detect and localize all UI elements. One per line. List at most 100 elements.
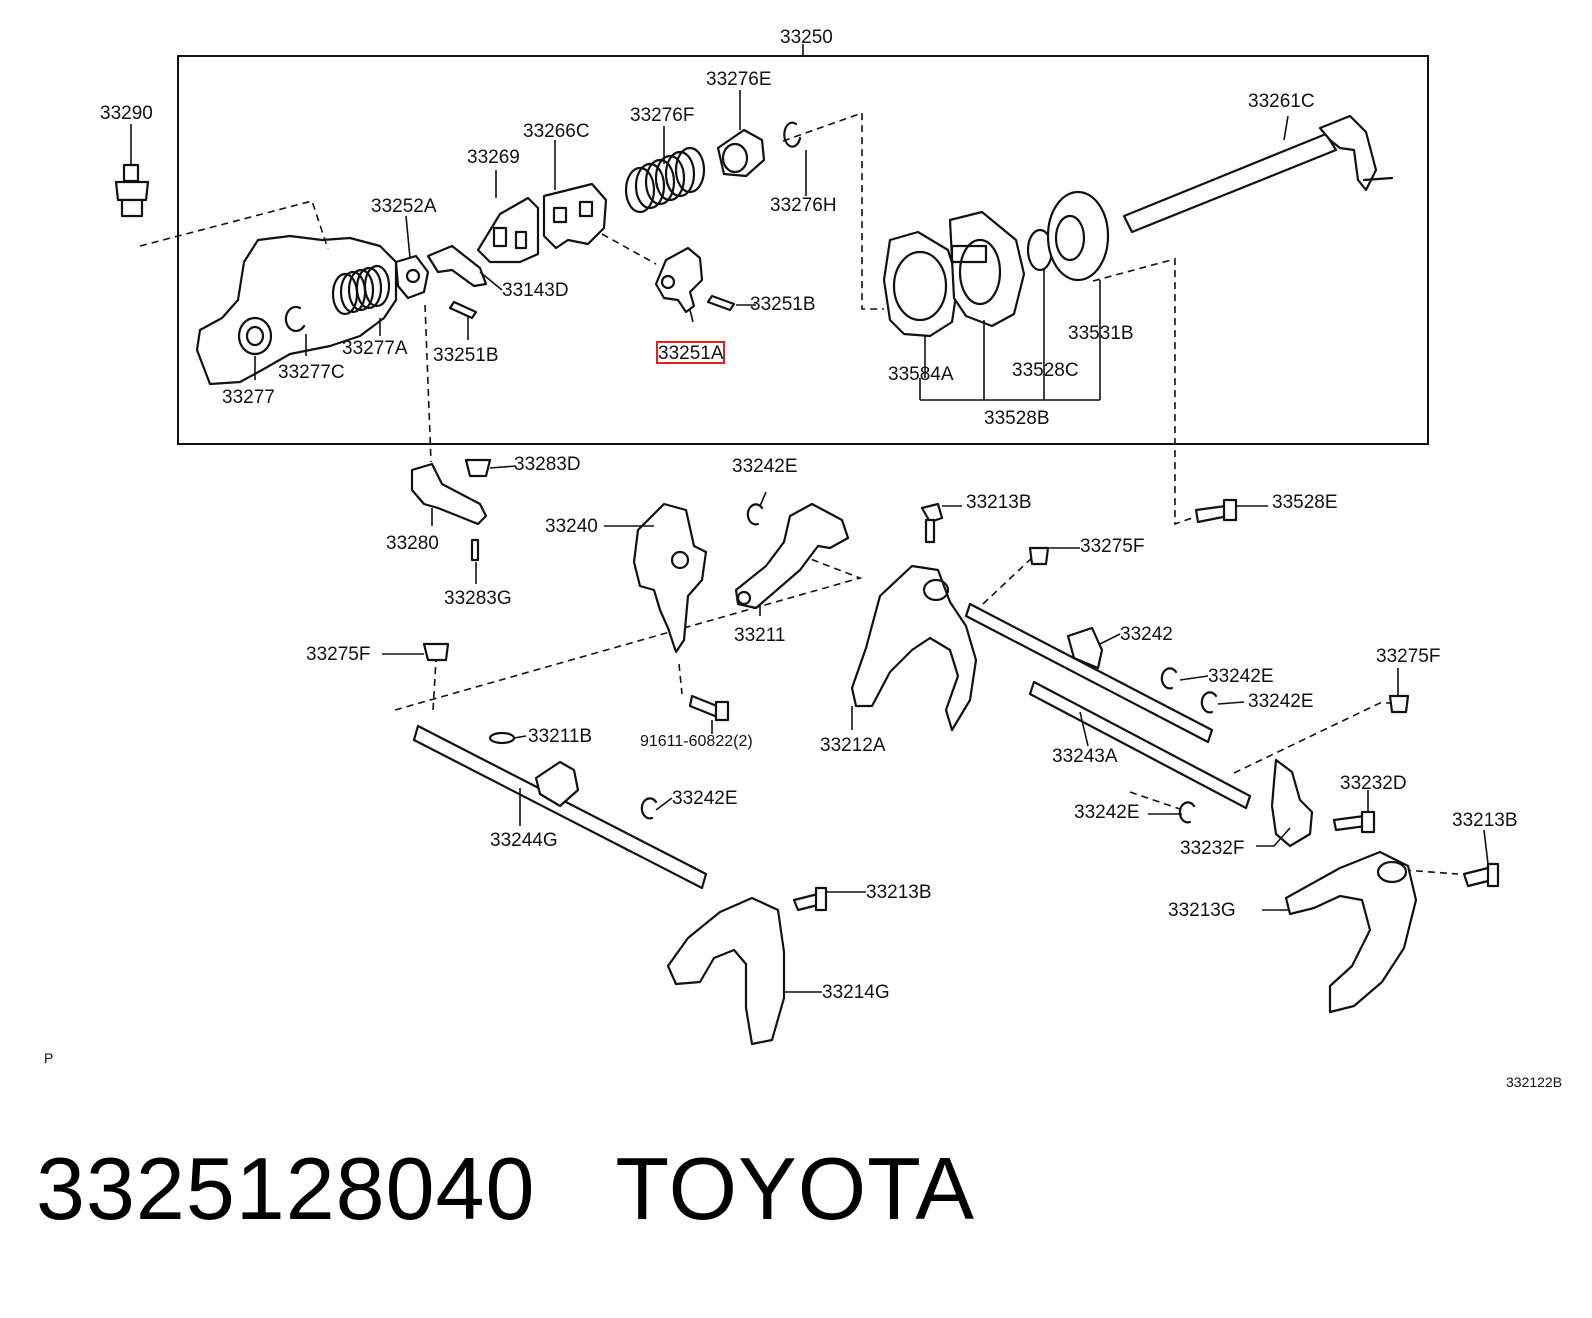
part-33261C-shaft[interactable]	[1122, 114, 1394, 234]
part-33244G-rod[interactable]	[412, 724, 708, 890]
part-33242E-clip-r2[interactable]	[1200, 691, 1218, 714]
label-33232F: 33232F	[1180, 838, 1244, 859]
label-33213B-top: 33213B	[966, 492, 1032, 513]
label-33244G: 33244G	[490, 830, 558, 851]
label-33251A[interactable]: 33251A	[658, 343, 724, 364]
footer-caption: 3325128040 TOYOTA	[36, 1138, 975, 1240]
label-33242E-r1: 33242E	[1208, 666, 1274, 687]
label-91611: 91611-60822(2)	[640, 733, 753, 750]
footer-brand: TOYOTA	[615, 1139, 976, 1238]
label-33276H: 33276H	[770, 195, 837, 216]
part-33283D-plug[interactable]	[464, 458, 492, 478]
label-33261C: 33261C	[1248, 91, 1315, 112]
label-33212A: 33212A	[820, 735, 886, 756]
leader-lines	[130, 90, 1489, 993]
label-33242E-low: 33242E	[672, 788, 738, 809]
part-33528-retainer[interactable]	[948, 210, 1026, 328]
label-33251B-left: 33251B	[433, 345, 499, 366]
part-33240-lever[interactable]	[632, 502, 708, 654]
part-33283G-pin[interactable]	[470, 538, 480, 562]
part-33275F-plug-left[interactable]	[422, 642, 450, 662]
part-33251B-pin-right[interactable]	[706, 294, 736, 312]
label-33143D: 33143D	[502, 280, 569, 301]
part-33531B-seal[interactable]	[1046, 190, 1110, 282]
label-33531B: 33531B	[1068, 323, 1134, 344]
part-91611-bolt[interactable]	[688, 694, 730, 722]
part-33276E-bushing[interactable]	[716, 128, 766, 178]
label-33243A: 33243A	[1052, 746, 1118, 767]
label-33213G: 33213G	[1168, 900, 1236, 921]
part-33242E-clip-top[interactable]	[746, 503, 764, 526]
part-33213G-fork[interactable]	[1284, 850, 1418, 1014]
part-33584A-cover[interactable]	[882, 230, 960, 338]
part-33280-cylinder[interactable]	[410, 462, 488, 526]
label-33276F: 33276F	[630, 105, 694, 126]
label-33275F-far: 33275F	[1376, 646, 1440, 667]
label-33277C: 33277C	[278, 362, 345, 383]
part-33251A-lever[interactable]	[654, 246, 704, 314]
label-33276E: 33276E	[706, 69, 772, 90]
part-33213B-bolt-top[interactable]	[920, 502, 944, 544]
label-33240: 33240	[545, 516, 598, 537]
part-33243A-rod[interactable]	[1028, 680, 1252, 810]
dashed-guides	[139, 111, 1459, 875]
label-33277A: 33277A	[342, 338, 408, 359]
part-33212A-fork[interactable]	[850, 564, 978, 732]
part-33242E-clip-r1[interactable]	[1160, 667, 1178, 690]
label-33214G: 33214G	[822, 982, 890, 1003]
label-33528B: 33528B	[984, 408, 1050, 429]
part-33242-shift-rod[interactable]	[964, 602, 1214, 744]
part-33290-sensor[interactable]	[114, 163, 150, 218]
label-33242: 33242	[1120, 624, 1173, 645]
label-33275F-right: 33275F	[1080, 536, 1144, 557]
part-33211-shift-head[interactable]	[734, 502, 850, 610]
part-33275F-plug-right[interactable]	[1028, 546, 1050, 566]
label-33283D: 33283D	[514, 454, 581, 475]
label-33242E-r2: 33242E	[1248, 691, 1314, 712]
label-33211: 33211	[734, 625, 785, 646]
part-33276H-clip[interactable]	[783, 121, 802, 148]
part-33232F-lever[interactable]	[1270, 758, 1314, 848]
label-33242E-top: 33242E	[732, 456, 798, 477]
part-33266C-bracket[interactable]	[542, 182, 608, 250]
part-33232D-bolt[interactable]	[1332, 810, 1376, 834]
label-33213B-far: 33213B	[1452, 810, 1518, 831]
label-33277: 33277	[222, 387, 275, 408]
part-33252A-block[interactable]	[394, 254, 430, 300]
page-marker: P	[44, 1050, 53, 1066]
label-33275F-left: 33275F	[306, 644, 370, 665]
label-33584A: 33584A	[888, 364, 954, 385]
label-33290: 33290	[100, 103, 153, 124]
part-33242E-clip-mid[interactable]	[1178, 801, 1196, 824]
part-33213B-bolt-far[interactable]	[1462, 862, 1500, 888]
label-33252A: 33252A	[371, 196, 437, 217]
label-33211B: 33211B	[528, 726, 592, 747]
part-33211B-key[interactable]	[488, 731, 516, 745]
part-33213B-bolt-low[interactable]	[792, 886, 828, 912]
part-33143D-plate[interactable]	[426, 244, 488, 288]
part-33277C-clip[interactable]	[284, 305, 306, 333]
label-33283G: 33283G	[444, 588, 512, 609]
part-33269-plate[interactable]	[476, 196, 540, 264]
label-33242E-mid: 33242E	[1074, 802, 1140, 823]
footer-part-number: 3325128040	[36, 1139, 536, 1238]
figure-ref: 332122B	[1506, 1074, 1562, 1090]
label-33232D: 33232D	[1340, 773, 1407, 794]
part-33251B-pin-left[interactable]	[448, 300, 478, 320]
part-33214G-fork[interactable]	[666, 896, 786, 1046]
part-33242E-clip-low[interactable]	[640, 797, 658, 820]
part-33277A-spring[interactable]	[331, 264, 391, 316]
label-33280: 33280	[386, 533, 439, 554]
part-33275F-plug-far[interactable]	[1388, 694, 1410, 714]
assembly-frame	[177, 44, 1429, 445]
label-33250: 33250	[780, 27, 833, 48]
part-33528E-bolt[interactable]	[1194, 498, 1238, 524]
part-33276F-spring[interactable]	[624, 146, 706, 214]
part-33277-housing[interactable]	[195, 234, 398, 386]
label-33528C: 33528C	[1012, 360, 1079, 381]
label-33528E: 33528E	[1272, 492, 1338, 513]
label-33266C: 33266C	[523, 121, 590, 142]
label-33269: 33269	[467, 147, 520, 168]
label-33213B-low: 33213B	[866, 882, 932, 903]
